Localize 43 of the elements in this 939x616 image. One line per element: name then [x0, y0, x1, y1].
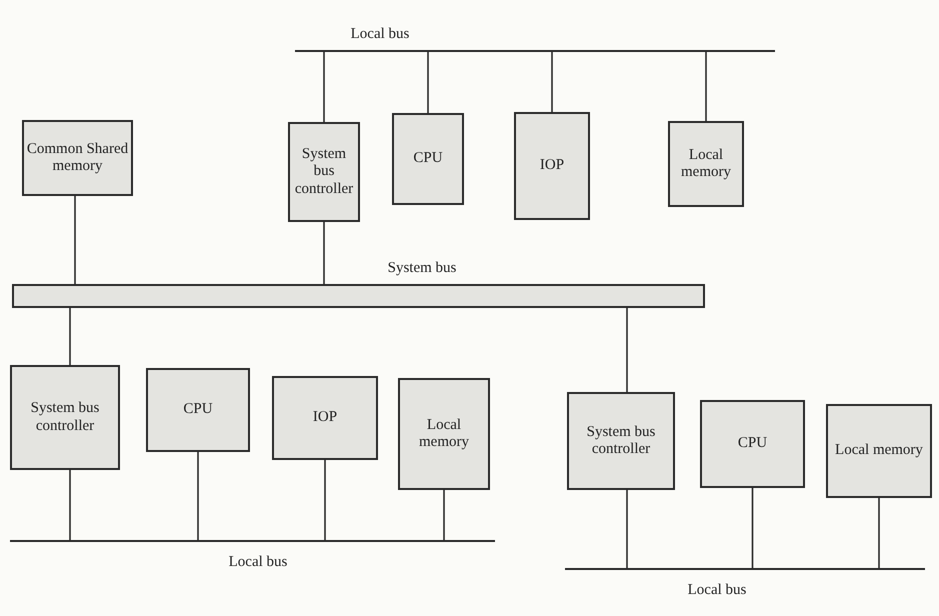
connector-line: [878, 498, 880, 568]
module-box: [392, 113, 464, 205]
connector-line: [626, 490, 628, 568]
connector-line: [69, 470, 71, 540]
connector-line: [323, 52, 325, 122]
box-label: System bus controller: [586, 422, 656, 459]
bus-label: Local bus: [350, 26, 410, 43]
connector-line: [197, 452, 199, 540]
connector-line: [74, 196, 76, 284]
box-label: System bus controller: [294, 145, 354, 199]
connector-line: [626, 308, 628, 392]
box-label: CPU: [736, 434, 768, 454]
connector-line: [69, 308, 71, 365]
module-box: [146, 368, 250, 452]
box-label: Local memory: [680, 146, 732, 182]
memory-box: [668, 121, 744, 207]
memory-box: [22, 120, 133, 196]
bus-label: System bus: [388, 260, 456, 277]
bus-label: Local bus: [228, 554, 288, 571]
connector-line: [323, 222, 325, 284]
box-label: Local memory: [834, 441, 924, 460]
connector-line: [324, 460, 326, 540]
module-box: [514, 112, 590, 220]
bus-label: Local bus: [688, 582, 746, 599]
box-label: Common Shared memory: [26, 140, 130, 176]
module-box: [567, 392, 675, 490]
memory-box: [826, 404, 932, 498]
box-label: CPU: [412, 149, 444, 168]
module-box: [700, 400, 805, 488]
connector-line: [551, 52, 553, 112]
memory-box: [398, 378, 490, 490]
module-box: [272, 376, 378, 460]
connector-line: [443, 490, 445, 540]
module-box: [10, 365, 120, 470]
box-label: CPU: [182, 400, 214, 420]
module-box: [288, 122, 360, 222]
box-label: IOP: [538, 156, 566, 176]
connector-line: [752, 488, 754, 568]
connector-line: [705, 52, 707, 121]
box-label: IOP: [312, 408, 338, 428]
box-label: System bus controller: [30, 399, 100, 436]
box-label: Local memory: [418, 416, 470, 452]
connector-line: [427, 52, 429, 113]
